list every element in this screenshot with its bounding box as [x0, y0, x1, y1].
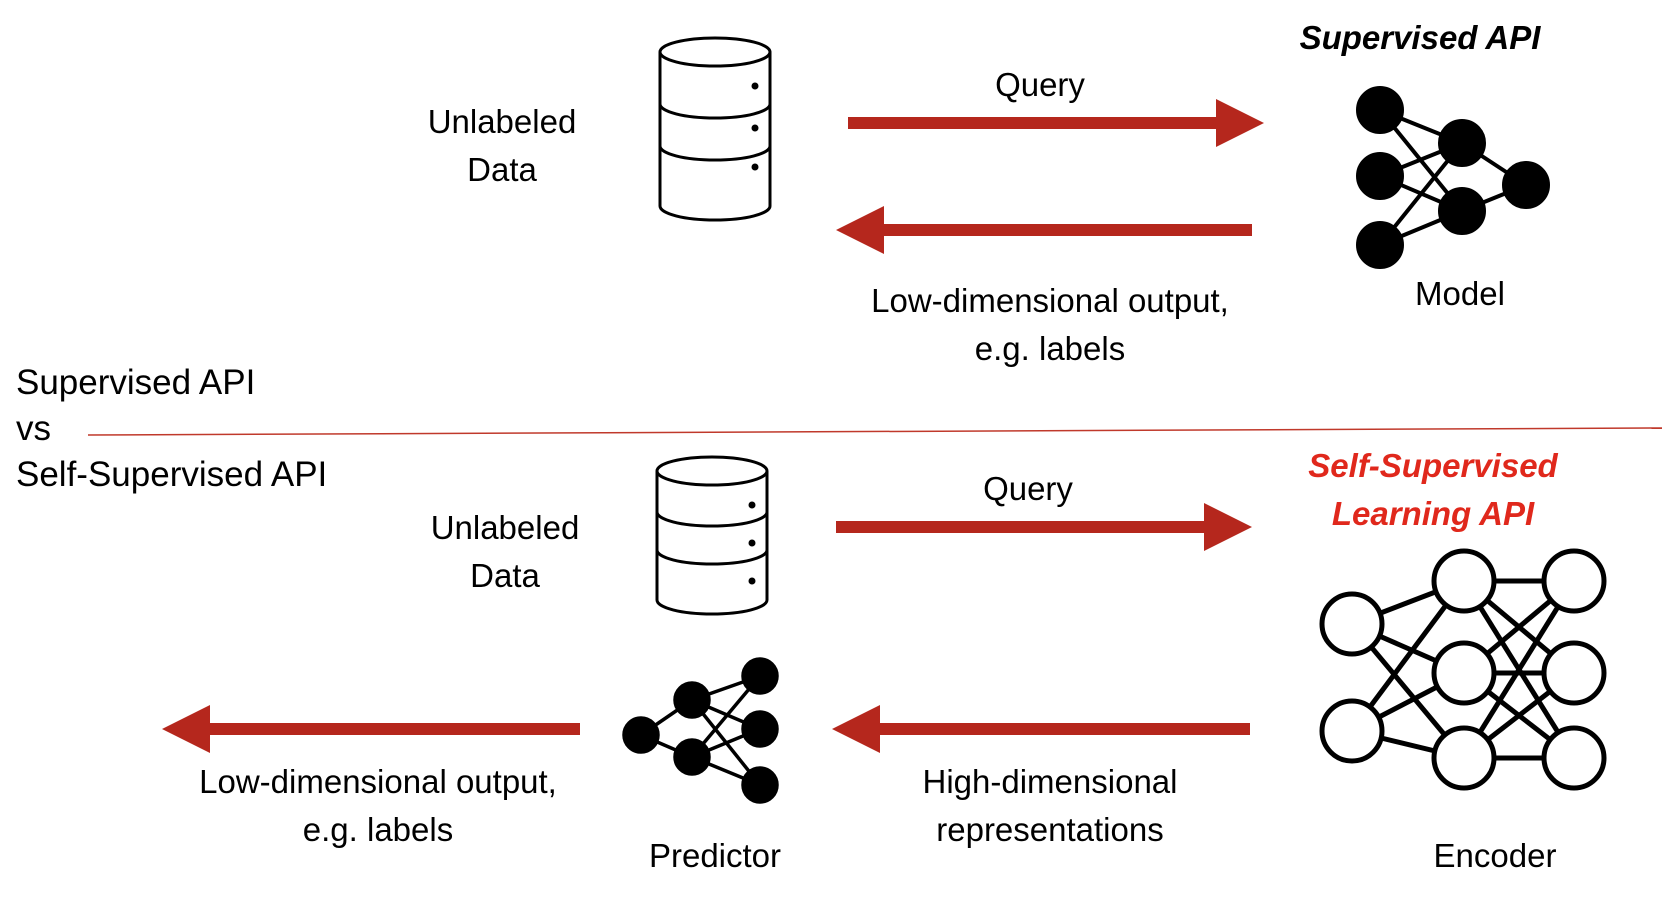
side-title-line1: Supervised API	[16, 363, 256, 402]
bottom-data-label-line2: Data	[470, 557, 540, 594]
bottom-output-label-line2: e.g. labels	[302, 811, 454, 848]
bottom-api-title-line1: Self-Supervised	[1308, 447, 1558, 484]
database-icon	[658, 36, 772, 222]
top-output-label-line2: e.g. labels	[974, 330, 1126, 367]
top-query-label: Query	[995, 66, 1085, 103]
top-data-label-line2: Data	[467, 151, 537, 188]
section-divider	[87, 427, 1662, 436]
top-data-label-line1: Unlabeled	[427, 103, 577, 140]
encoder-label: Encoder	[1433, 837, 1557, 874]
predictor-label: Predictor	[648, 837, 782, 874]
representation-label-line2: representations	[936, 811, 1164, 848]
representation-label: High-dimensional representations	[880, 758, 1220, 854]
side-title-line3: Self-Supervised API	[16, 455, 328, 494]
bottom-data-label-line1: Unlabeled	[430, 509, 580, 546]
neural-network-icon	[1319, 548, 1607, 791]
bottom-query-label: Query	[983, 470, 1073, 507]
model-label: Model	[1415, 275, 1505, 312]
bottom-output-label-line1: Low-dimensional output,	[199, 763, 557, 800]
bottom-api-title: Self-Supervised Learning API	[1288, 442, 1578, 538]
side-title: Supervised API vs Self-Supervised API	[16, 360, 327, 498]
top-output-label-line1: Low-dimensional output,	[871, 282, 1229, 319]
database-icon	[655, 455, 769, 616]
neural-network-icon	[1356, 86, 1550, 269]
bottom-output-label: Low-dimensional output, e.g. labels	[148, 758, 608, 854]
bottom-data-label: Unlabeled Data	[415, 504, 595, 600]
side-title-line2: vs	[16, 409, 51, 448]
representation-label-line1: High-dimensional	[922, 763, 1178, 800]
top-api-title: Supervised API	[1299, 19, 1541, 56]
neural-network-icon	[622, 657, 779, 804]
top-output-label: Low-dimensional output, e.g. labels	[820, 277, 1280, 373]
bottom-api-title-line2: Learning API	[1331, 495, 1535, 532]
top-data-label: Unlabeled Data	[412, 98, 592, 194]
